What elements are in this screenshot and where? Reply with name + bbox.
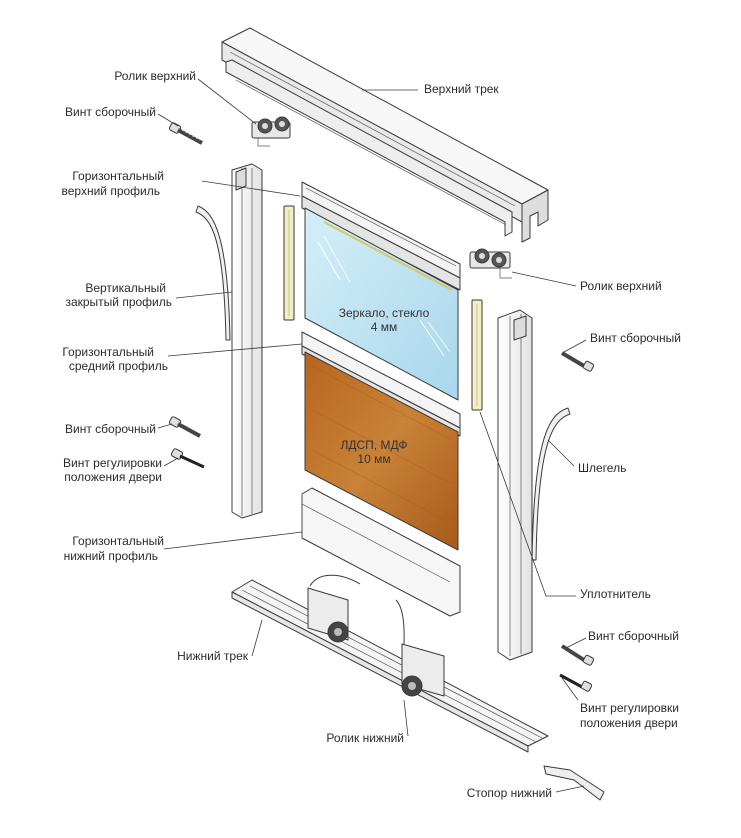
label-vertical-closed-profile-1: Вертикальный [85, 281, 166, 295]
leader-lines [157, 78, 587, 793]
label-bottom-stopper: Стопор нижний [467, 786, 552, 800]
assembly-screw-mid-left [168, 416, 201, 438]
chipboard-mdf-thickness: 10 мм [357, 452, 390, 466]
label-middle-horizontal-profile-2: средний профиль [69, 359, 168, 373]
chipboard-mdf-panel: ЛДСП, МДФ 10 мм [304, 351, 459, 551]
label-bottom-track: Нижний трек [177, 649, 249, 663]
mirror-glass-panel: Зеркало, стекло 4 мм [304, 207, 459, 401]
seal-strip-left [283, 205, 295, 321]
label-vertical-closed-profile-2: закрытый профиль [65, 295, 172, 309]
mirror-glass-label: Зеркало, стекло [339, 306, 430, 320]
label-brush-seal: Шлегель [578, 461, 626, 475]
mirror-glass-thickness: 4 мм [371, 320, 398, 334]
adjust-screw-left [170, 448, 205, 469]
brush-seal-right [531, 407, 571, 561]
vertical-closed-profile-right [497, 309, 533, 661]
seal-strip-right [471, 299, 483, 411]
label-top-track: Верхний трек [424, 82, 499, 96]
label-adjust-screw-left-1: Винт регулировки [63, 456, 162, 470]
adjust-screw-right [559, 673, 593, 692]
label-seal: Уплотнитель [580, 587, 651, 601]
label-assembly-screw-bottom-right: Винт сборочный [588, 629, 679, 643]
label-assembly-screw-right-top: Винт сборочный [590, 331, 681, 345]
vertical-closed-profile-left [231, 163, 263, 519]
top-roller-right [469, 248, 512, 279]
brush-seal-left [195, 205, 231, 341]
label-assembly-screw-mid-left: Винт сборочный [65, 422, 156, 436]
label-adjust-screw-right-2: положения двери [580, 716, 678, 730]
label-adjust-screw-left-2: положения двери [64, 470, 162, 484]
label-assembly-screw-top-left: Винт сборочный [65, 105, 156, 119]
chipboard-mdf-label: ЛДСП, МДФ [341, 438, 408, 452]
top-horizontal-profile [301, 181, 461, 291]
label-bottom-horizontal-profile-2: нижний профиль [64, 549, 158, 563]
bottom-horizontal-profile [301, 487, 461, 617]
label-middle-horizontal-profile-1: Горизонтальный [62, 345, 154, 359]
label-bottom-horizontal-profile-1: Горизонтальный [72, 534, 164, 548]
assembly-screw-top-left [168, 122, 203, 145]
assembly-screw-right-top [560, 351, 595, 372]
top-track [221, 27, 549, 243]
assembly-screw-bottom-right [560, 644, 595, 666]
label-top-horizontal-profile-2: верхний профиль [62, 184, 161, 198]
label-adjust-screw-right-1: Винт регулировки [580, 701, 679, 715]
label-bottom-roller: Ролик нижний [326, 731, 404, 745]
top-roller-left [251, 116, 291, 147]
label-top-horizontal-profile-1: Горизонтальный [72, 169, 164, 183]
bottom-stopper [543, 765, 605, 801]
labels: Ролик верхний Верхний трек Винт сборочны… [62, 69, 682, 800]
label-top-roller-right: Ролик верхний [580, 279, 662, 293]
bottom-roller [307, 574, 445, 697]
label-top-roller-left: Ролик верхний [114, 69, 196, 83]
